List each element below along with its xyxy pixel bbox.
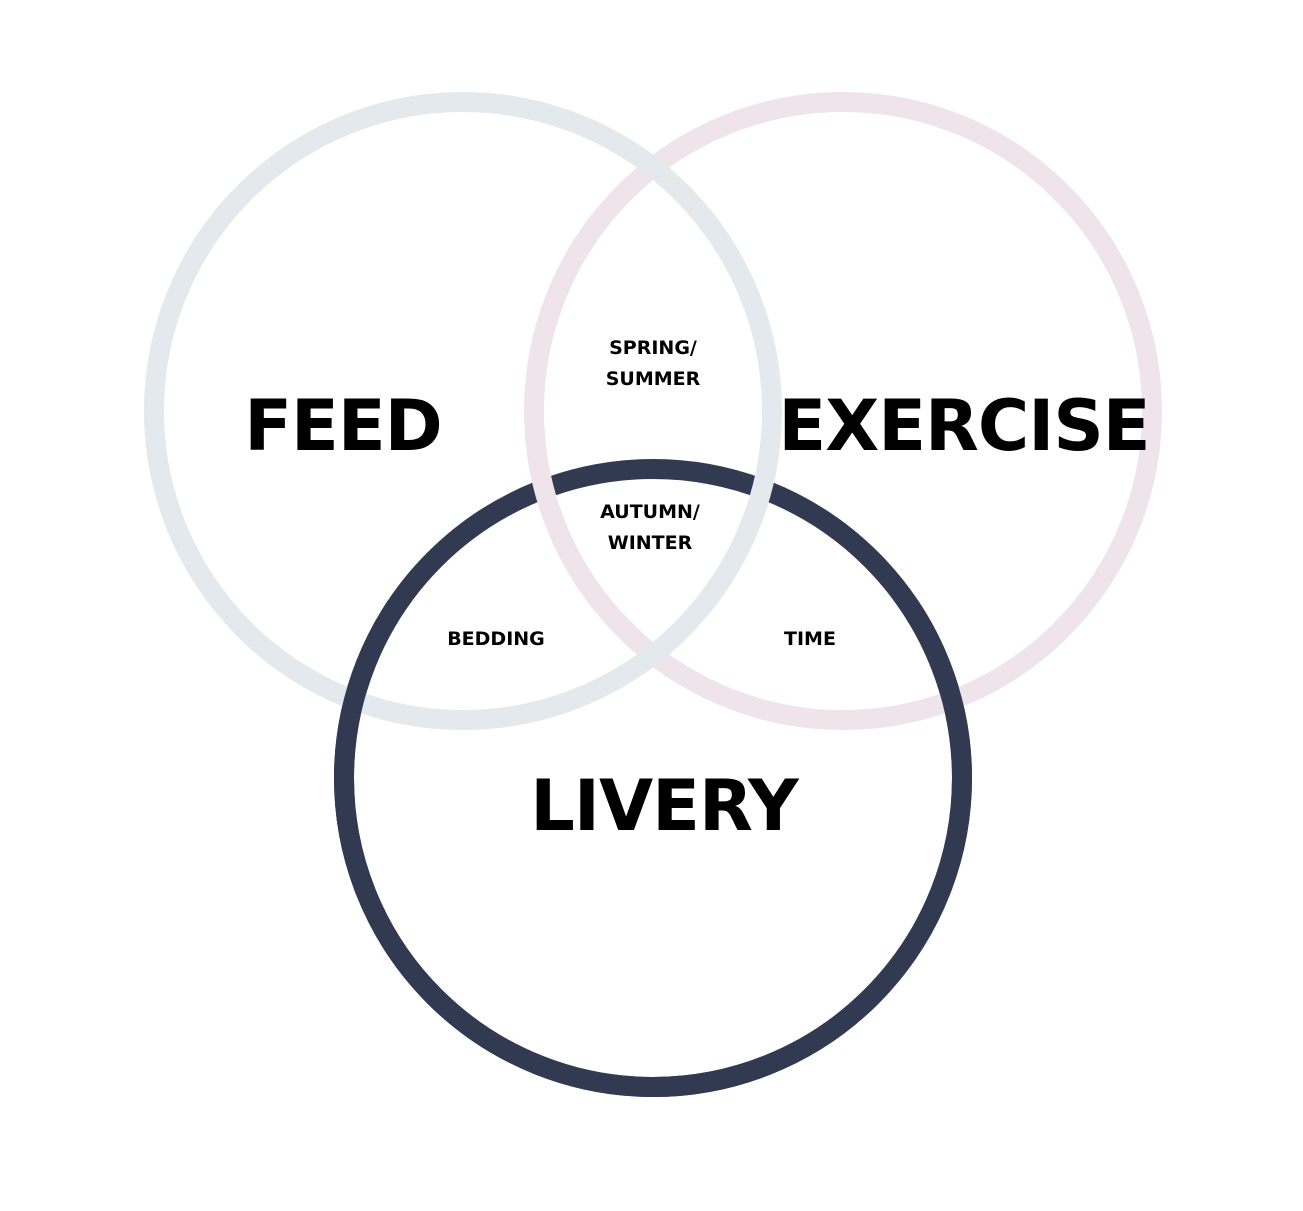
- livery-circle-overlay: [334, 600, 972, 1097]
- spring-summer-label-line2: SUMMER: [606, 368, 701, 390]
- spring-summer-label-line1: SPRING/: [609, 337, 697, 359]
- feed-label: FEED: [244, 385, 442, 467]
- livery-label: LIVERY: [530, 765, 800, 847]
- bedding-label: BEDDING: [447, 628, 545, 650]
- time-label: TIME: [784, 628, 836, 650]
- exercise-circle: [524, 92, 1162, 730]
- exercise-label: EXERCISE: [778, 385, 1149, 467]
- autumn-winter-label-line2: WINTER: [608, 532, 693, 554]
- autumn-winter-label-line1: AUTUMN/: [600, 501, 700, 523]
- feed-circle: [144, 92, 782, 730]
